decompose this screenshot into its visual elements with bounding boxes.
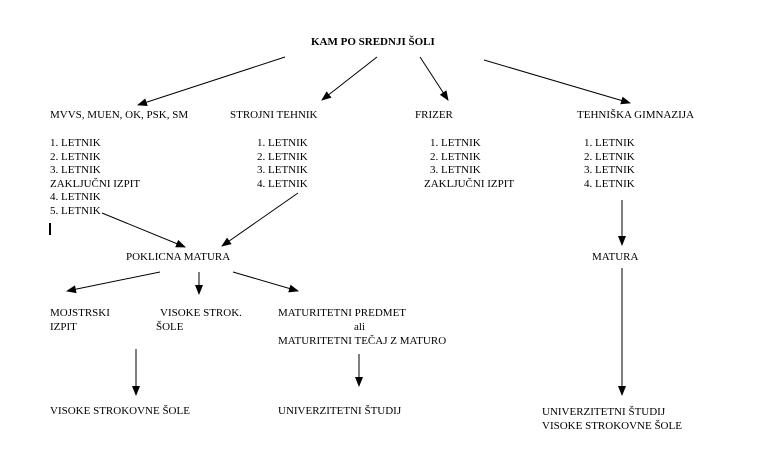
strojni-year: 1. LETNIK <box>257 137 308 149</box>
frizer-final-exam: ZAKLJUČNI IZPIT <box>424 177 515 190</box>
gimnazija-year: 2. LETNIK <box>584 150 635 163</box>
school-mvvs-label: MVVS, MUEN, OK, PSK, SM <box>50 109 189 121</box>
school-gimnazija-label: TEHNIŠKA GIMNAZIJA <box>577 109 695 121</box>
school-strojni-years: 1. LETNIK 2. LETNIK 3. LETNIK 4. LETNIK <box>257 137 308 191</box>
mvvs-year: 4. LETNIK <box>50 191 101 203</box>
outcome-univerzitetni-studij: UNIVERZITETNI ŠTUDIJ <box>278 405 402 417</box>
strojni-year: 4. LETNIK <box>257 177 308 190</box>
arrow-mvvs-to-poklicna <box>101 212 186 248</box>
strojni-year: 3. LETNIK <box>257 164 308 176</box>
mvvs-year: 3. LETNIK <box>50 164 101 176</box>
mvvs-year: 1. LETNIK <box>50 137 101 149</box>
school-strojni-label: STROJNI TEHNIK <box>230 109 318 121</box>
strojni-year: 2. LETNIK <box>257 150 308 163</box>
arrow-poklicna-to-mojstrski <box>66 271 161 294</box>
school-frizer-years: 1. LETNIK 2. LETNIK 3. LETNIK ZAKLJUČNI … <box>424 137 514 191</box>
school-mvvs-years: 1. LETNIK 2. LETNIK 3. LETNIK ZAKLJUČNI … <box>50 137 140 218</box>
arrow-poklicna-to-maturitetni <box>232 271 299 293</box>
arrow-title-to-strojni <box>321 56 378 101</box>
option-visoke-strok-sole: VISOKE STROK. ŠOLE <box>156 307 242 333</box>
outcome-visoke-strokovne-sole: VISOKE STROKOVNE ŠOLE <box>50 405 190 417</box>
frizer-year: 3. LETNIK <box>430 164 481 176</box>
outcome-gimnazija: UNIVERZITETNI ŠTUDIJ VISOKE STROKOVNE ŠO… <box>542 406 682 432</box>
option-mojstrski-izpit: MOJSTRSKI IZPIT <box>50 307 110 333</box>
arrow-title-to-gimnazija <box>483 59 631 105</box>
gimnazija-year: 3. LETNIK <box>584 164 635 176</box>
frizer-year: 2. LETNIK <box>430 150 481 163</box>
diagram-title: KAM PO SREDNJI ŠOLI <box>311 36 435 48</box>
mvvs-year: 5. LETNIK <box>50 204 101 217</box>
exam-matura: MATURA <box>592 251 639 263</box>
arrow-title-to-frizer <box>419 56 449 101</box>
frizer-year: 1. LETNIK <box>430 137 481 149</box>
school-gimnazija-years: 1. LETNIK 2. LETNIK 3. LETNIK 4. LETNIK <box>584 137 635 191</box>
exam-poklicna-matura: POKLICNA MATURA <box>126 251 231 263</box>
arrow-title-to-mvvs <box>137 56 286 107</box>
gimnazija-year: 4. LETNIK <box>584 177 635 190</box>
arrow-strojni-to-poklicna <box>221 192 299 247</box>
school-frizer-label: FRIZER <box>415 109 453 121</box>
mvvs-year: 2. LETNIK <box>50 150 101 163</box>
mvvs-final-exam: ZAKLJUČNI IZPIT <box>50 177 141 190</box>
gimnazija-year: 1. LETNIK <box>584 137 635 149</box>
option-maturitetni: MATURITETNI PREDMET ali MATURITETNI TEČA… <box>278 307 447 347</box>
